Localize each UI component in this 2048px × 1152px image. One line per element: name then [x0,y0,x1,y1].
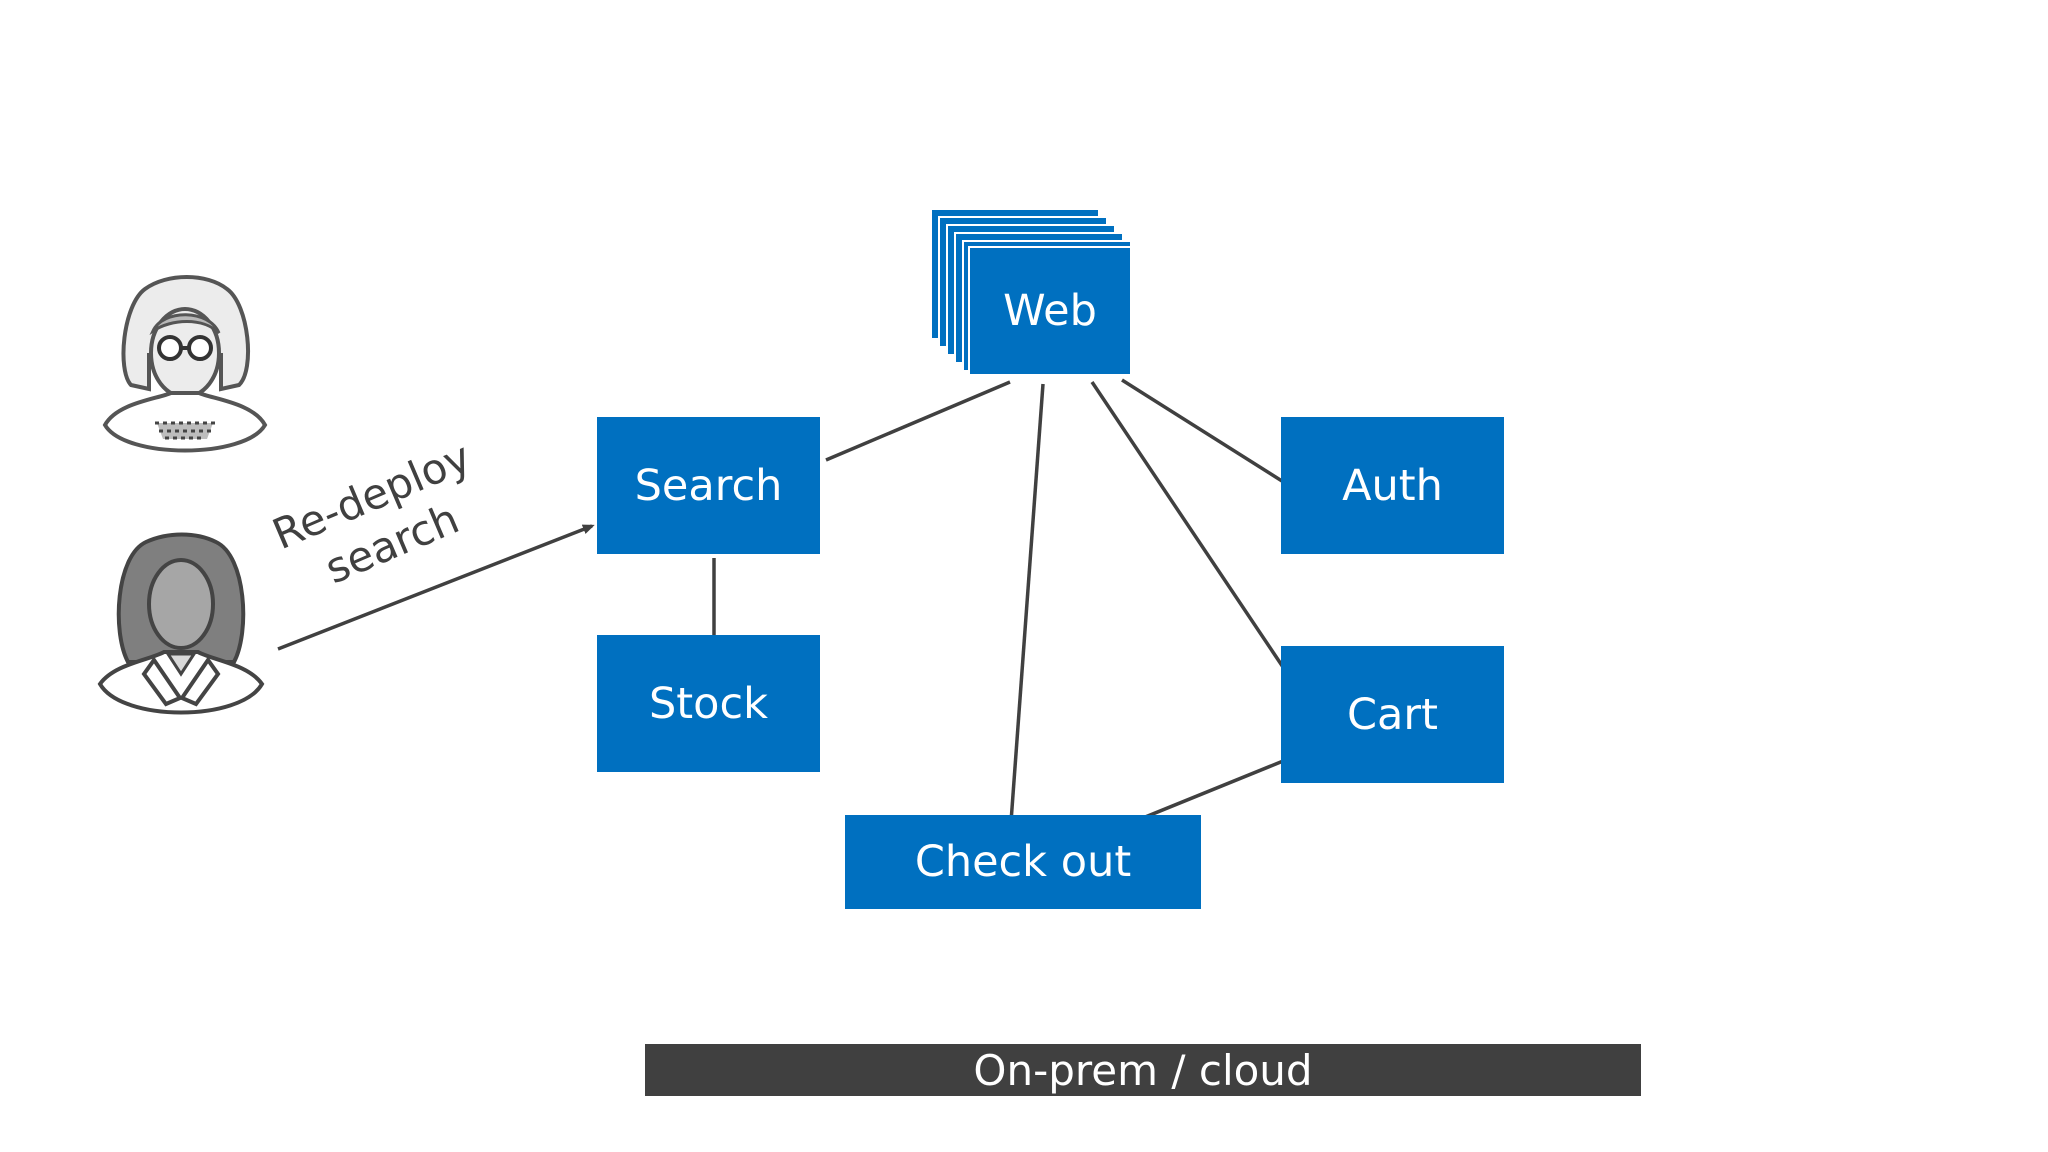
redeploy-arrow [277,524,595,651]
woman-with-glasses-icon [102,275,268,453]
cart-service-box[interactable]: Cart [1281,646,1504,783]
infrastructure-bar: On-prem / cloud [645,1044,1641,1096]
cart-service-label: Cart [1347,689,1438,740]
checkout-service-label: Check out [914,837,1132,887]
search-service-label: Search [634,460,783,511]
link-cart-checkout [1132,755,1294,824]
link-web-auth [1121,378,1294,490]
auth-service-box[interactable]: Auth [1281,417,1504,554]
link-web-search [825,380,1011,462]
link-web-checkout [1009,383,1045,823]
web-service-box[interactable]: Web [968,246,1132,376]
checkout-service-box[interactable]: Check out [845,815,1201,909]
stock-service-label: Stock [648,678,768,729]
infrastructure-label: On-prem / cloud [973,1045,1313,1095]
web-service-label: Web [1003,286,1097,336]
woman-long-hair-icon [97,532,265,715]
link-web-cart [1090,381,1295,683]
stock-service-box[interactable]: Stock [597,635,820,772]
auth-service-label: Auth [1342,460,1443,511]
search-service-box[interactable]: Search [597,417,820,554]
